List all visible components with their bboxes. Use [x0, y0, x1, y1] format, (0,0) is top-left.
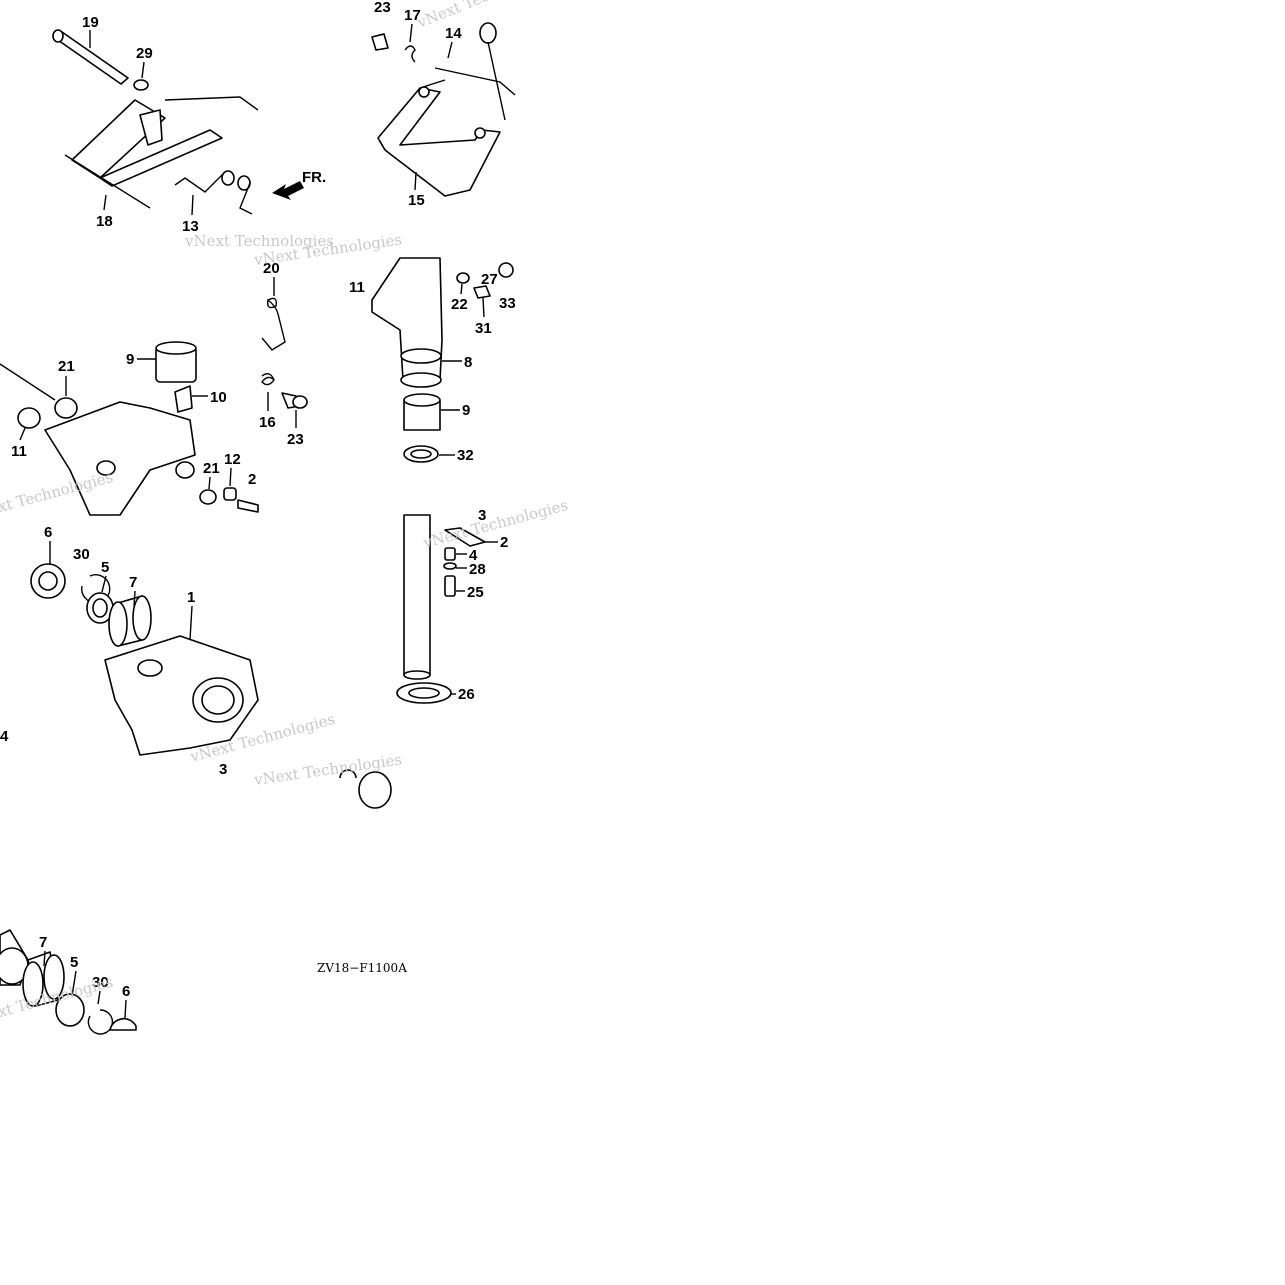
callout-label: 23: [287, 431, 304, 448]
callout-label: 27: [481, 271, 498, 288]
callout-label: 8: [464, 354, 472, 371]
callout-label: 6: [44, 524, 52, 541]
tile-springs: 20 16 23 vNext Technologies: [252, 230, 403, 448]
callout-label: 26: [458, 686, 475, 703]
callout-label: 29: [136, 45, 153, 62]
callout-label: 12: [224, 451, 241, 468]
bushing-part: [54, 397, 78, 419]
plate-part: [174, 385, 193, 413]
watermark: vNext Technologies: [420, 496, 570, 552]
callout-label: 14: [445, 25, 462, 42]
spring-part: [261, 297, 286, 351]
front-direction-icon: [272, 181, 304, 200]
callout-label: 21: [58, 358, 75, 375]
swivel-case-part: [44, 401, 196, 516]
callout-label: 5: [70, 954, 78, 971]
tile-bushing-strip: 7 5 30 6 vNext Technologies: [0, 929, 137, 1035]
callout-label: 3: [219, 761, 227, 778]
callout-label: 21: [203, 460, 220, 477]
callout-label: 17: [404, 7, 421, 24]
callout-label: 3: [478, 507, 486, 524]
callout-label: 9: [462, 402, 470, 419]
callout-label: 9: [126, 351, 134, 368]
callout-label: 6: [122, 983, 130, 1000]
callout-label: 2: [500, 534, 508, 551]
callout-label: 16: [259, 414, 276, 431]
tile-swivel-case: 21 9 10 11 21 12 2 vNext Technologies: [0, 341, 259, 524]
tile-tilt-lever: 23 17 14 15 vNext Technologies: [371, 0, 560, 209]
callout-label: 30: [73, 546, 90, 563]
callout-label: 25: [467, 584, 484, 601]
callout-label: 13: [182, 218, 199, 235]
callout-label: 11: [11, 443, 27, 460]
pin-part: [52, 29, 129, 85]
collar-part: [17, 407, 41, 429]
callout-label: 7: [39, 934, 47, 951]
direction-label: FR.: [302, 169, 326, 186]
callout-label: 20: [263, 260, 280, 277]
callout-label: 5: [101, 559, 109, 576]
lever-frame-part: [377, 87, 501, 197]
callout-label: 10: [210, 389, 227, 406]
tile-swivel-pin: 3 4 2 28 25 26 vNext Technologies vNext …: [252, 496, 570, 809]
spring-part: [174, 170, 253, 215]
tile-bracket-assembly: FR. 19 29 18 13 vNext Technologies: [52, 14, 334, 250]
spring-part: [261, 373, 275, 386]
callout-label: 23: [374, 0, 391, 16]
callout-label: 4: [0, 728, 9, 745]
callout-label: 2: [248, 471, 256, 488]
circlip-part: [87, 1009, 114, 1035]
callout-label: 28: [469, 561, 486, 578]
tile-swivel-shaft: 11 22 27 33 31 8 9 32: [349, 257, 516, 464]
callout-label: 33: [499, 295, 516, 312]
callout-label: 22: [451, 296, 468, 313]
shaft-part: [403, 514, 431, 676]
tile-stern-bracket: 6 30 5 7 1 4 3 vNext Technologies: [0, 524, 337, 778]
callout-label: 18: [96, 213, 113, 230]
callout-label: 32: [457, 447, 474, 464]
washer-part: [55, 993, 85, 1027]
callout-label: 1: [187, 589, 195, 606]
callout-label: 7: [129, 574, 137, 591]
callout-label: 11: [349, 279, 365, 296]
watermark: vNext Technologies: [184, 232, 334, 250]
callout-label: 19: [82, 14, 99, 31]
callout-label: 4: [469, 547, 478, 564]
cap-part: [358, 771, 392, 809]
diagram-code: ZV18−F1100A: [317, 961, 407, 975]
washer-part: [133, 79, 149, 91]
bolt-part: [371, 33, 389, 51]
frame-part: [64, 96, 259, 209]
callout-label: 30: [92, 974, 109, 991]
callout-label: 31: [475, 320, 492, 337]
callout-label: 15: [408, 192, 425, 209]
